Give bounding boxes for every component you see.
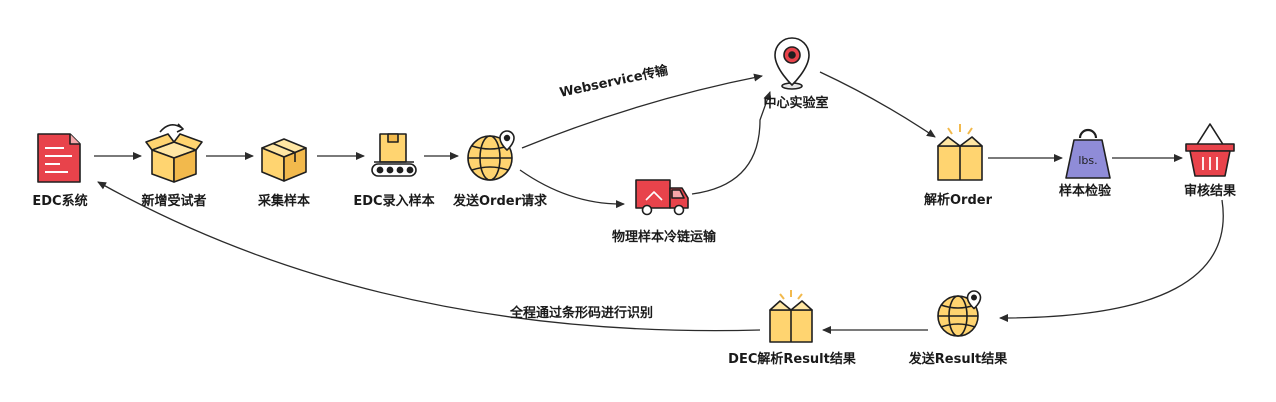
open-box-sparkle-icon-result xyxy=(769,290,813,343)
node-label-central-lab: 中心实验室 xyxy=(763,96,829,111)
document-icon xyxy=(37,133,81,183)
node-label-cold-chain: 物理样本冷链运输 xyxy=(611,230,717,245)
node-label-send-order: 发送Order请求 xyxy=(453,194,547,209)
scale-text: lbs. xyxy=(1078,154,1097,167)
edge-label-barcode: 全程通过条形码进行识别 xyxy=(510,306,654,321)
node-label-dec-parse-result: DEC解析Result结果 xyxy=(728,352,856,367)
node-label-collect-sample: 采集样本 xyxy=(257,194,311,209)
node-label-new-subject: 新增受试者 xyxy=(141,194,207,209)
package-icon xyxy=(261,138,307,182)
edge-dec-to-edc xyxy=(97,181,761,332)
node-label-sample-test: 样本检验 xyxy=(1058,184,1112,199)
basket-icon xyxy=(1185,123,1235,177)
weight-icon: lbs. xyxy=(1065,128,1111,179)
edge-webservice xyxy=(521,73,763,149)
node-label-edc-entry: EDC录入样本 xyxy=(353,194,435,209)
truck-icon xyxy=(635,179,689,216)
edge-lab-to-parse-order xyxy=(819,71,936,138)
open-box-icon xyxy=(145,123,203,183)
globe-pin-icon xyxy=(467,130,515,181)
edge-send-order-to-truck xyxy=(519,169,625,209)
edge-review-to-send-result xyxy=(999,199,1224,322)
edge-truck-to-lab xyxy=(691,91,772,195)
node-label-review-result: 审核结果 xyxy=(1183,184,1237,199)
node-label-edc-system: EDC系统 xyxy=(32,194,88,209)
conveyor-icon xyxy=(371,133,417,177)
node-label-parse-order: 解析Order xyxy=(924,193,992,208)
node-label-send-result: 发送Result结果 xyxy=(908,352,1008,367)
location-pin-icon xyxy=(774,37,810,90)
globe-pin-icon-result xyxy=(937,290,982,337)
open-box-sparkle-icon xyxy=(937,124,983,181)
